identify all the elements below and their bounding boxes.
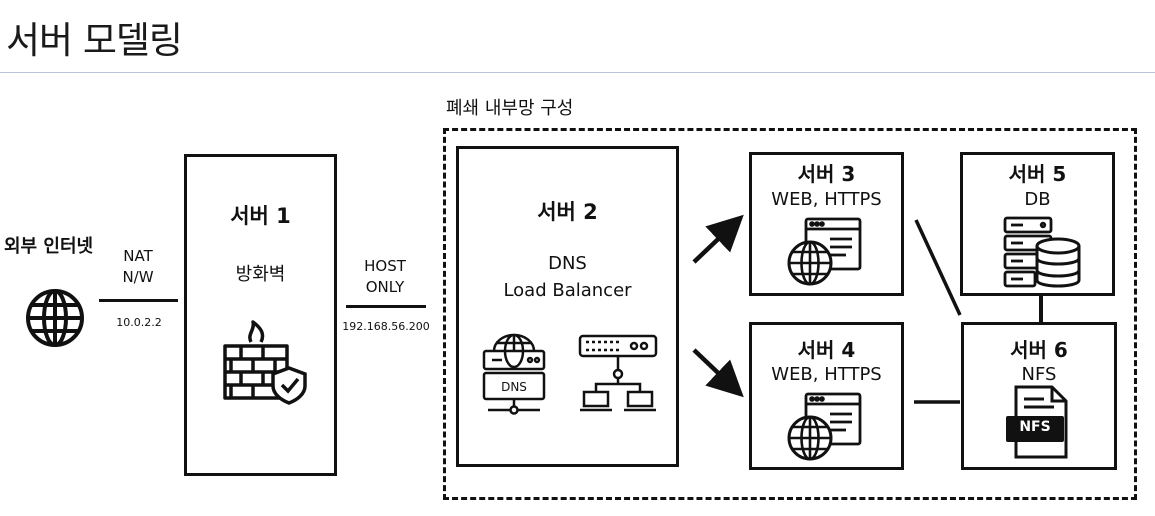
server3-name: 서버 3: [797, 162, 856, 186]
internal-zone-boundary: [443, 128, 1137, 500]
dns-badge-text: DNS: [501, 380, 527, 394]
server4-role: WEB, HTTPS: [771, 364, 882, 385]
server1-box[interactable]: [184, 154, 337, 476]
server3-role: WEB, HTTPS: [771, 189, 882, 210]
server2-role-line1: DNS: [548, 253, 587, 274]
nfs-badge-text: NFS: [1019, 419, 1051, 435]
server2-role-line2: Load Balancer: [503, 280, 632, 301]
server6-role: NFS: [1021, 364, 1057, 385]
server6-name: 서버 6: [1010, 338, 1068, 362]
host-only-ip-label: 192.168.56.200: [342, 320, 430, 333]
server3-box[interactable]: [749, 152, 904, 296]
host-only-label-line2: ONLY: [365, 278, 405, 296]
nfs-file-icon: [1006, 385, 1068, 459]
link-server3-server6: [914, 219, 962, 316]
arrow-to-server4: [692, 348, 744, 398]
server2-box[interactable]: [456, 146, 679, 467]
page-title: 서버 모델링: [6, 19, 183, 62]
server3-web-browser-globe-icon: [787, 217, 862, 286]
dns-server-icon: [482, 333, 546, 415]
server-connection-lines: [914, 219, 962, 404]
nat-link-line: [99, 299, 178, 302]
arrows-to-web-servers: [692, 214, 744, 398]
nat-label-line2: N/W: [122, 268, 154, 286]
nat-ip-label: 10.0.2.2: [116, 316, 162, 329]
host-only-link-line: [346, 305, 426, 308]
internal-zone-label: 폐쇄 내부망 구성: [446, 98, 574, 119]
database-server-icon: [1003, 216, 1081, 288]
server6-box[interactable]: [961, 322, 1117, 470]
link-server5-server6: [1039, 296, 1043, 322]
server2-name: 서버 2: [537, 200, 598, 224]
server1-name: 서버 1: [230, 204, 291, 228]
server5-name: 서버 5: [1008, 162, 1067, 186]
arrow-to-server3: [692, 214, 744, 264]
server4-name: 서버 4: [797, 338, 856, 362]
globe-icon: [26, 289, 84, 347]
host-only-label-line1: HOST: [364, 257, 406, 275]
server5-role: DB: [1024, 189, 1051, 210]
firewall-shield-icon: [223, 320, 307, 405]
network-switch-icon: [578, 334, 658, 412]
nat-label-line1: NAT: [123, 247, 153, 265]
server4-web-browser-globe-icon: [787, 392, 862, 461]
title-divider: [0, 72, 1155, 73]
external-internet-label: 외부 인터넷: [4, 236, 94, 257]
server1-role: 방화벽: [235, 264, 286, 285]
